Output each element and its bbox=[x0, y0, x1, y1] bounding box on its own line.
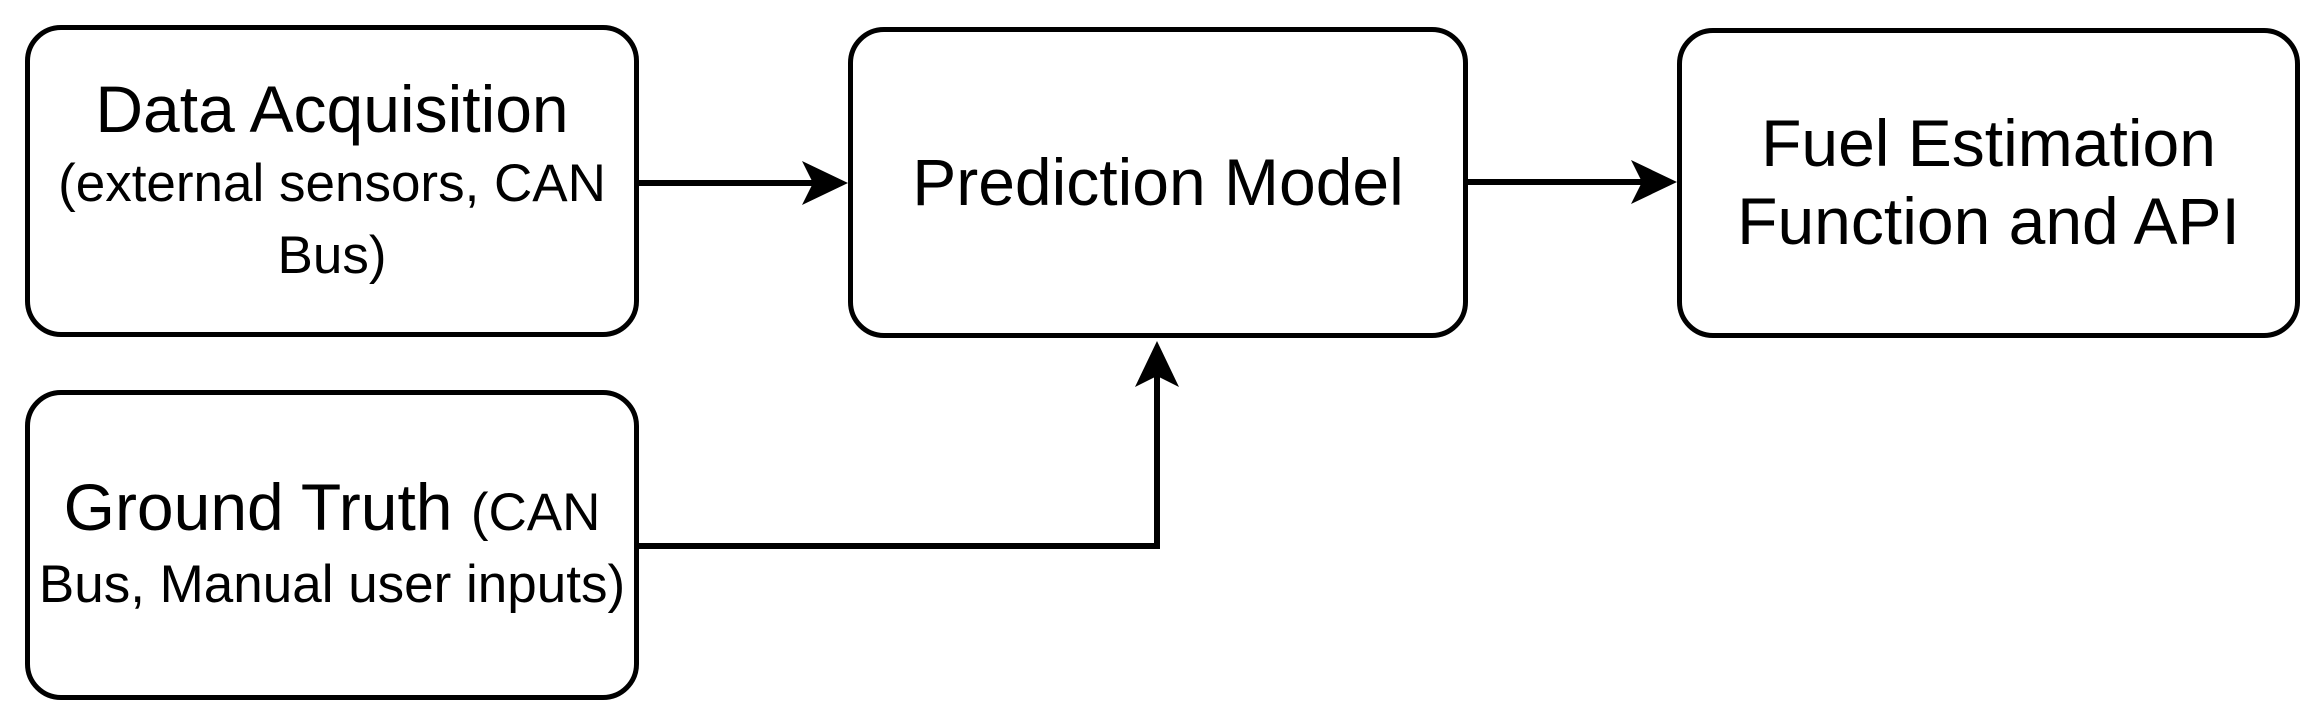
node-title: Prediction Model bbox=[912, 144, 1404, 219]
node-title: Data Acquisition bbox=[95, 71, 569, 146]
arrow-prediction-model-to-fuel-estimation bbox=[1468, 160, 1677, 204]
node-subtitle-line: Bus) bbox=[277, 225, 387, 285]
node-data-acquisition: Data Acquisition (external sensors, CAN … bbox=[25, 25, 639, 337]
node-fuel-estimation: Fuel Estimation Function and API bbox=[1677, 28, 2300, 338]
node-title-line: Fuel Estimation bbox=[1761, 106, 2216, 181]
arrow-data-acquisition-to-prediction-model bbox=[639, 161, 848, 205]
arrow-ground-truth-to-prediction-model bbox=[639, 341, 1179, 549]
node-title: Ground Truth bbox=[63, 470, 471, 545]
node-subtitle-line: Bus, Manual user inputs) bbox=[38, 555, 626, 614]
node-subtitle-inline: (CAN bbox=[470, 483, 601, 543]
node-ground-truth: Ground Truth (CAN Bus, Manual user input… bbox=[25, 390, 639, 700]
node-subtitle-line: (external sensors, CAN bbox=[58, 154, 606, 214]
node-title-line: Function and API bbox=[1737, 184, 2240, 258]
node-title-line: Ground Truth (CAN bbox=[30, 469, 634, 549]
node-prediction-model: Prediction Model bbox=[848, 27, 1468, 338]
